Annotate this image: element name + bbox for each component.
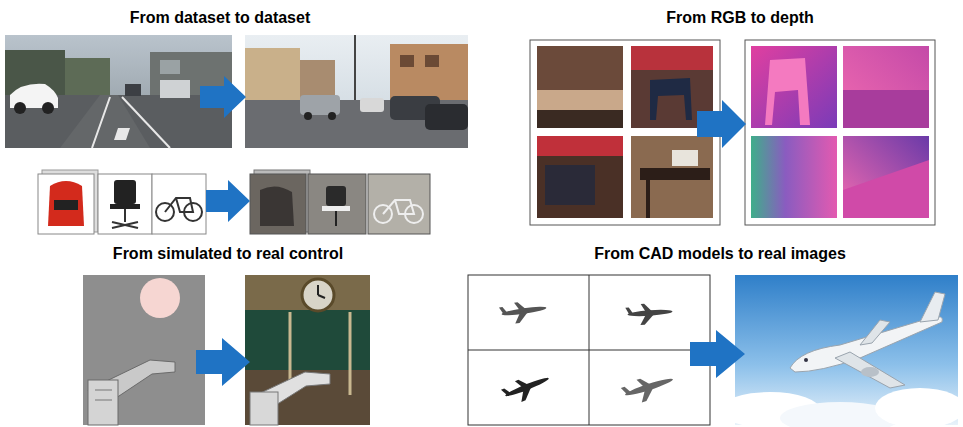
depth-maps bbox=[745, 40, 935, 225]
block-arrow bbox=[196, 338, 250, 386]
panel-heading: From simulated to real control bbox=[113, 244, 343, 264]
rgb-images bbox=[530, 40, 720, 225]
object-cards bbox=[38, 170, 206, 234]
street-photo bbox=[5, 35, 232, 148]
block-arrow bbox=[690, 330, 745, 378]
street-photo bbox=[245, 35, 468, 148]
block-arrow bbox=[200, 76, 246, 118]
block-arrows bbox=[196, 76, 746, 386]
real-robot-photo bbox=[245, 275, 370, 425]
cad-models bbox=[468, 275, 710, 425]
block-arrow bbox=[206, 180, 250, 222]
object-cards bbox=[250, 170, 430, 234]
block-arrow bbox=[697, 100, 746, 148]
simulated-scene bbox=[83, 275, 205, 425]
panel-heading: From RGB to depth bbox=[666, 8, 814, 28]
panel-heading: From CAD models to real images bbox=[594, 244, 846, 264]
airplane-photo bbox=[720, 275, 963, 427]
panel-heading: From dataset to dataset bbox=[130, 8, 310, 28]
